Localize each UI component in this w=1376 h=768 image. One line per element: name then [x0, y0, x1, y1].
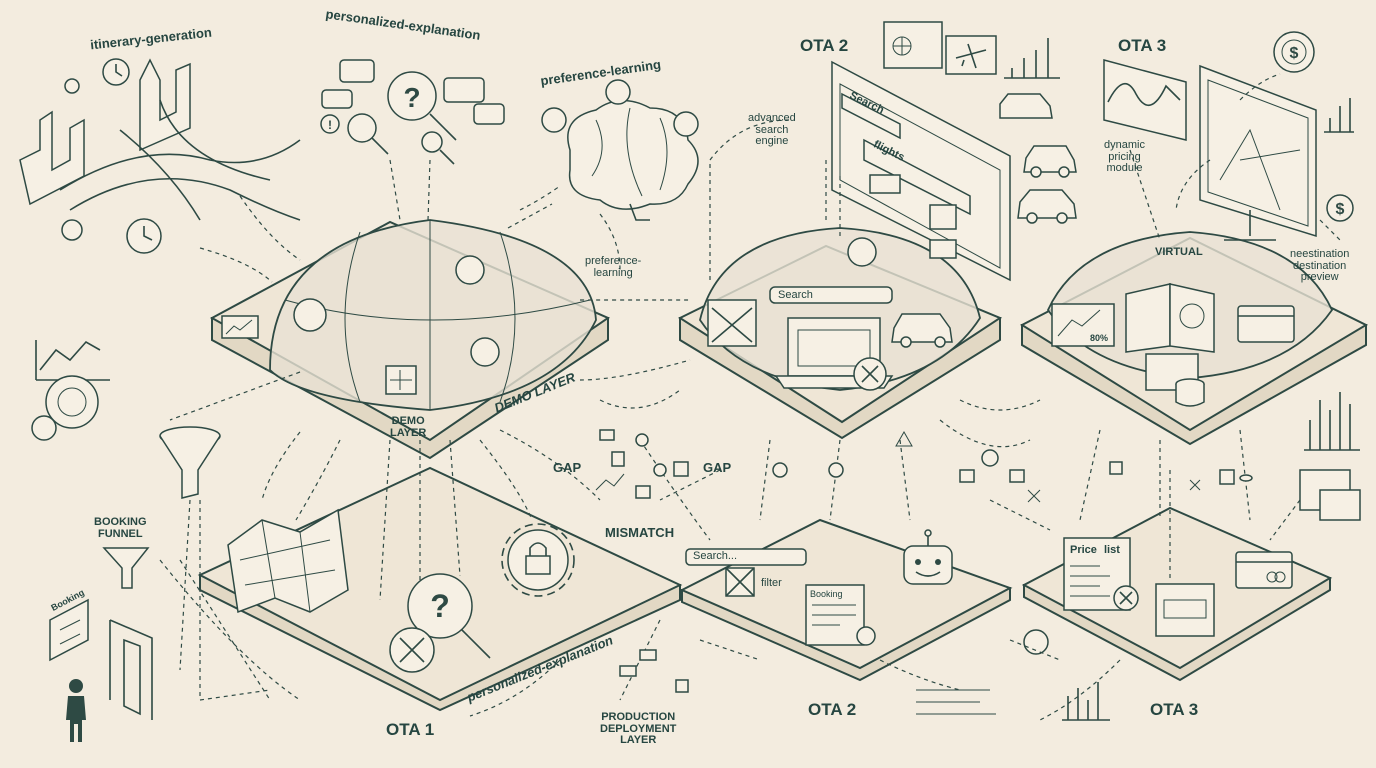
- svg-text:!: !: [328, 118, 332, 132]
- ota3-top-label: OTA 3: [1118, 36, 1167, 55]
- doorway-icon: [109, 619, 153, 720]
- booking-funnel-label: BOOKING FUNNEL: [94, 516, 147, 540]
- ota2-production-platform: [679, 518, 1013, 682]
- gap-left-label: GAP: [553, 460, 582, 475]
- pricing-graph-icon: [1103, 59, 1354, 141]
- ota2-demo-platform: [677, 227, 1003, 440]
- car-icon: [891, 313, 953, 348]
- bar-chart-icon-top: [1004, 38, 1060, 79]
- itinerary-illustration: [19, 58, 301, 254]
- ota1-production-platform: ?: [197, 466, 683, 712]
- preference-learning-mid-label: preference- learning: [585, 255, 642, 279]
- magnifier-question-top: ?: [387, 71, 457, 141]
- ota2-bottom-label: OTA 2: [808, 700, 857, 719]
- funnel-icon: [159, 426, 221, 499]
- svg-text:?: ?: [403, 82, 420, 113]
- clock-icon: [102, 58, 130, 86]
- discount-badge-label: 80%: [1090, 333, 1109, 343]
- car-icon-right-top: [999, 93, 1077, 224]
- ota3-demo-platform: [1019, 231, 1369, 446]
- ota1-demo-platform: [169, 219, 611, 460]
- mismatch-label: MISMATCH: [605, 525, 675, 540]
- gap-icons: [595, 429, 1253, 693]
- booking-funnel-sign: [49, 598, 89, 662]
- ota1-label: OTA 1: [386, 720, 435, 739]
- robot-icon: [903, 529, 953, 585]
- gear-lock-icon: [501, 523, 575, 597]
- advanced-search-engine-label: advanced search engine: [748, 112, 796, 148]
- ota3-bottom-label: OTA 3: [1150, 700, 1199, 719]
- globe-icon: [883, 21, 943, 69]
- person-icon: [66, 679, 86, 742]
- magnifier-question-icon: ?: [407, 573, 491, 659]
- list-label: list: [1104, 544, 1120, 556]
- svg-text:?: ?: [430, 588, 450, 624]
- dollar-icon: $: [1273, 31, 1315, 73]
- booking-form-label: Booking: [810, 589, 843, 599]
- cross-circle-icon: [389, 627, 435, 673]
- virtual-label: VIRTUAL: [1155, 246, 1203, 258]
- svg-text:$: $: [1290, 45, 1299, 62]
- filter-label: filter: [761, 577, 782, 589]
- airplane-icon: [945, 35, 997, 75]
- demo-layer-front-label: DEMO LAYER: [390, 415, 427, 439]
- connector-arrows: [159, 73, 1341, 721]
- destination-preview-label: neestination destination preview: [1290, 248, 1350, 284]
- chat-bubble-icon: [321, 59, 505, 125]
- dynamic-pricing-module-label: dynamic pricing module: [1104, 139, 1145, 175]
- price-label: Price: [1070, 544, 1097, 556]
- ota3-monitor: $: [1199, 64, 1354, 241]
- clock-icon-large: [126, 218, 162, 254]
- search-lower-label: Search...: [693, 550, 738, 562]
- database-icon: [1175, 378, 1205, 407]
- svg-text:$: $: [1336, 201, 1345, 218]
- search-bar-mid-label: Search: [778, 289, 813, 301]
- gap-right-label: GAP: [703, 460, 732, 475]
- funnel-icon-small: [102, 547, 150, 589]
- ota2-top-label: OTA 2: [800, 36, 849, 55]
- explanation-illustration: ? !: [320, 59, 505, 165]
- brain-icon: [541, 79, 699, 221]
- production-deployment-layer-label: PRODUCTION DEPLOYMENT LAYER: [600, 711, 677, 747]
- right-charts: [916, 392, 1361, 721]
- ota2-search-screen: [831, 60, 1011, 282]
- ota3-production-platform: [1021, 506, 1333, 682]
- left-charts: [31, 340, 110, 441]
